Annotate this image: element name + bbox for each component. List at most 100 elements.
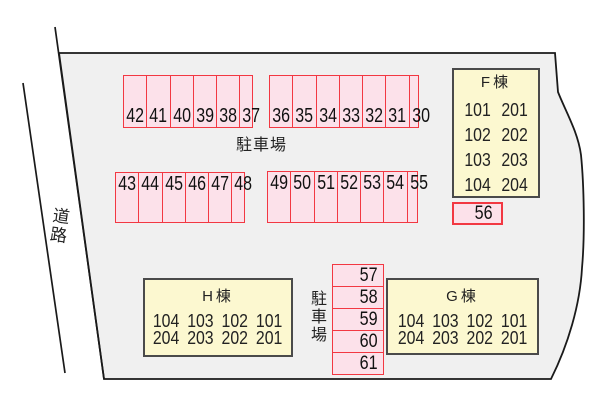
stall-number: 47 (211, 173, 230, 195)
parking-stall: 48 (232, 173, 254, 222)
stall-number: 50 (293, 172, 312, 194)
parking-stall: 51 (315, 172, 338, 222)
parking-stall: 52 (338, 172, 361, 222)
unit-number: 203 (432, 328, 459, 348)
unit-number: 102 (221, 311, 249, 331)
parking-stall: 60 (333, 331, 383, 353)
unit-number: 103 (187, 311, 215, 331)
building-f-title: F棟 (480, 74, 512, 91)
parking-stall: 55 (408, 172, 430, 222)
stall-number: 58 (359, 287, 378, 308)
stall-number: 43 (118, 173, 137, 195)
unit-number: 104 (464, 175, 491, 195)
stall-number: 38 (219, 105, 238, 127)
stall-number: 33 (341, 105, 360, 127)
unit-number-row: 104 204 (464, 175, 528, 195)
property-line-left (54, 26, 105, 380)
stall-number: 30 (411, 105, 430, 127)
stall-number: 55 (409, 172, 428, 194)
stall-number: 39 (195, 105, 214, 127)
parking-stall: 44 (139, 173, 163, 222)
unit-number-row: 204 203 202 201 (397, 328, 528, 348)
building-g-title: G棟 (446, 288, 479, 305)
parking-stall: 32 (363, 76, 387, 127)
parking-area-label-side: 駐車場 (308, 290, 325, 344)
stall-number: 45 (164, 173, 183, 195)
parking-area-label: 駐車場 (236, 137, 288, 154)
unit-number: 202 (466, 328, 493, 348)
building-h-title: H棟 (202, 288, 234, 305)
parking-stall: 50 (291, 172, 315, 222)
parking-stall: 42 (124, 76, 148, 127)
unit-number: 102 (464, 125, 491, 145)
stall-number: 52 (339, 172, 358, 194)
unit-number: 101 (256, 311, 283, 331)
stall-number: 34 (318, 105, 337, 127)
stall-number: 61 (359, 353, 378, 374)
stall-number: 46 (187, 173, 206, 195)
parking-stall: 57 (333, 265, 383, 287)
unit-number: 201 (500, 328, 528, 348)
stall-number: 44 (141, 173, 160, 195)
stall-number: 37 (242, 105, 261, 127)
parking-stall: 34 (317, 76, 340, 127)
unit-number: 104 (397, 311, 425, 331)
parking-stall: 30 (410, 76, 432, 127)
unit-number: 202 (501, 125, 528, 145)
unit-number: 204 (501, 175, 528, 195)
unit-number: 203 (187, 328, 215, 348)
stall-number: 48 (234, 173, 253, 195)
unit-number: 202 (221, 328, 249, 348)
parking-stall: 45 (163, 173, 186, 222)
parking-stall: 54 (384, 172, 408, 222)
parking-stall: 61 (333, 353, 383, 374)
stall-number: 57 (359, 265, 378, 286)
parking-stall: 49 (268, 172, 292, 222)
stall-number: 42 (126, 105, 145, 127)
parking-stall: 43 (116, 173, 140, 222)
parking-stall: 40 (171, 76, 194, 127)
unit-number: 201 (501, 100, 528, 120)
unit-number-row: 102 202 (464, 125, 528, 145)
parking-stall: 53 (361, 172, 385, 222)
unit-number: 101 (500, 311, 528, 331)
stall-number: 51 (316, 172, 335, 194)
parking-stall: 47 (209, 173, 233, 222)
unit-number: 204 (397, 328, 425, 348)
parking-stall: 41 (147, 76, 171, 127)
stall-number: 49 (270, 172, 289, 194)
stall-number: 54 (386, 172, 405, 194)
stall-number: 53 (363, 172, 382, 194)
unit-number-row: 101 201 (464, 100, 528, 120)
parking-stall: 38 (217, 76, 241, 127)
unit-number: 102 (466, 311, 493, 331)
parking-stall: 46 (186, 173, 209, 222)
unit-number: 203 (501, 150, 528, 170)
stall-number: 32 (365, 105, 384, 127)
parking-stall: 33 (340, 76, 363, 127)
stall-number: 56 (474, 203, 493, 224)
parking-stall: 58 (333, 287, 383, 309)
unit-number: 101 (464, 100, 491, 120)
stall-number: 31 (388, 105, 407, 127)
parking-stall: 35 (293, 76, 317, 127)
stall-number: 40 (172, 105, 191, 127)
stall-number: 60 (359, 331, 378, 352)
stall-number: 59 (359, 309, 378, 330)
stall-number: 41 (149, 105, 168, 127)
